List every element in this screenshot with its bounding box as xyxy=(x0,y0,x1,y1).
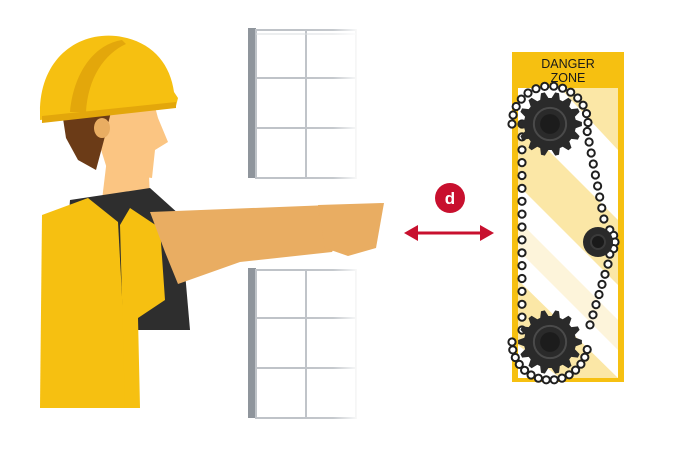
danger-zone-title-line1: DANGER xyxy=(541,57,594,71)
danger-zone-title-line2: ZONE xyxy=(551,71,586,85)
worker-vest-right xyxy=(120,208,165,408)
distance-label: d xyxy=(445,189,455,208)
gear-bottom-icon xyxy=(518,310,582,374)
arrow-left-icon xyxy=(404,225,418,241)
worker-ear xyxy=(94,118,110,138)
danger-zone-panel: DANGER ZONE xyxy=(507,52,624,385)
worker xyxy=(40,35,384,408)
worker-arm xyxy=(150,205,345,284)
gear-top-icon xyxy=(518,92,582,156)
hard-hat-brim xyxy=(42,102,176,123)
guard-window-top xyxy=(248,28,360,180)
worker-vest xyxy=(40,198,128,408)
idler-sprocket-icon xyxy=(583,227,613,257)
guard-window-bottom xyxy=(248,268,360,420)
distance-marker: d xyxy=(404,183,494,241)
hard-hat-ridge xyxy=(70,40,126,112)
distance-badge xyxy=(435,183,465,213)
worker-hand xyxy=(318,203,384,256)
arrow-right-icon xyxy=(480,225,494,241)
